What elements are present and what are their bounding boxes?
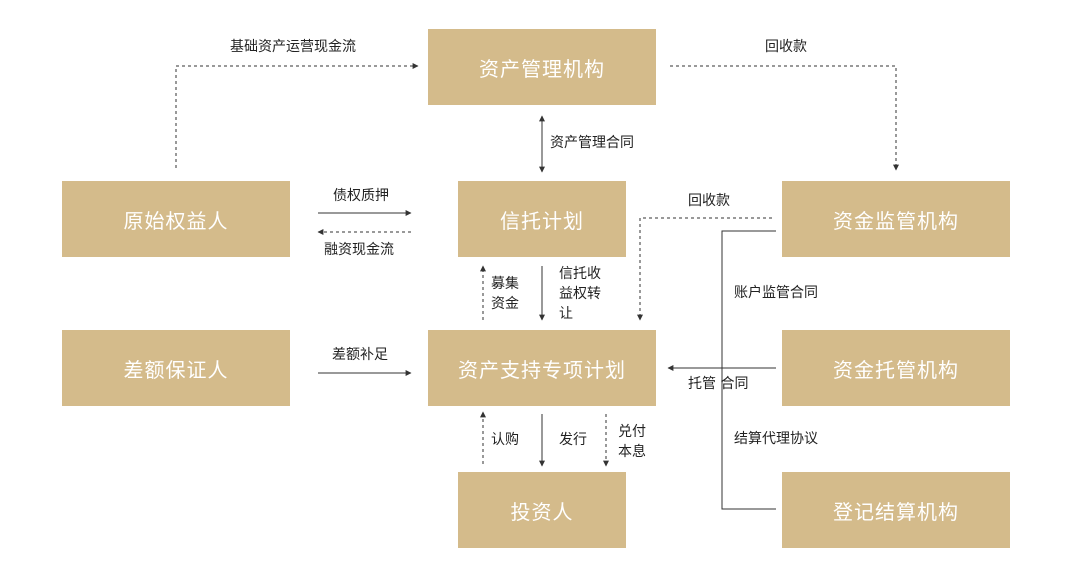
label-asset-mgmt-contract: 资产管理合同 (550, 135, 634, 151)
label-trust-transfer: 信托收益权转让 (559, 266, 601, 322)
label-base-asset-cashflow: 基础资产运营现金流 (230, 39, 356, 55)
node-guarantor: 差额保证人 (62, 330, 290, 406)
node-fund-supervisor: 资金监管机构 (782, 181, 1010, 257)
edge-base-asset-cashflow (175, 63, 419, 168)
node-trust-plan: 信托计划 (458, 181, 626, 257)
label-settlement-agency: 结算代理协议 (734, 431, 818, 447)
node-custodian: 资金托管机构 (782, 330, 1010, 406)
edge-repayment-mid (637, 217, 772, 321)
node-investor: 投资人 (458, 472, 626, 548)
label-diff-supplement: 差额补足 (332, 347, 388, 363)
label-account-supervision: 账户监管合同 (734, 285, 818, 301)
edge-bracket (721, 230, 776, 510)
node-registrar: 登记结算机构 (782, 472, 1010, 548)
label-pay-principal: 兑付本息 (618, 424, 646, 460)
node-originator: 原始权益人 (62, 181, 290, 257)
label-issue: 发行 (559, 432, 587, 448)
label-repayment-mid: 回收款 (688, 193, 730, 209)
node-asset-manager: 资产管理机构 (428, 29, 656, 105)
label-subscribe: 认购 (491, 432, 519, 448)
label-repayment-top: 回收款 (765, 39, 807, 55)
node-abs-plan: 资产支持专项计划 (428, 330, 656, 406)
edge-repayment-top (670, 65, 899, 171)
label-custody-contract: 托管 合同 (688, 376, 749, 392)
label-raise-funds: 募集资金 (491, 276, 519, 312)
label-debt-pledge: 债权质押 (333, 188, 389, 204)
label-financing-cashflow: 融资现金流 (324, 242, 394, 258)
